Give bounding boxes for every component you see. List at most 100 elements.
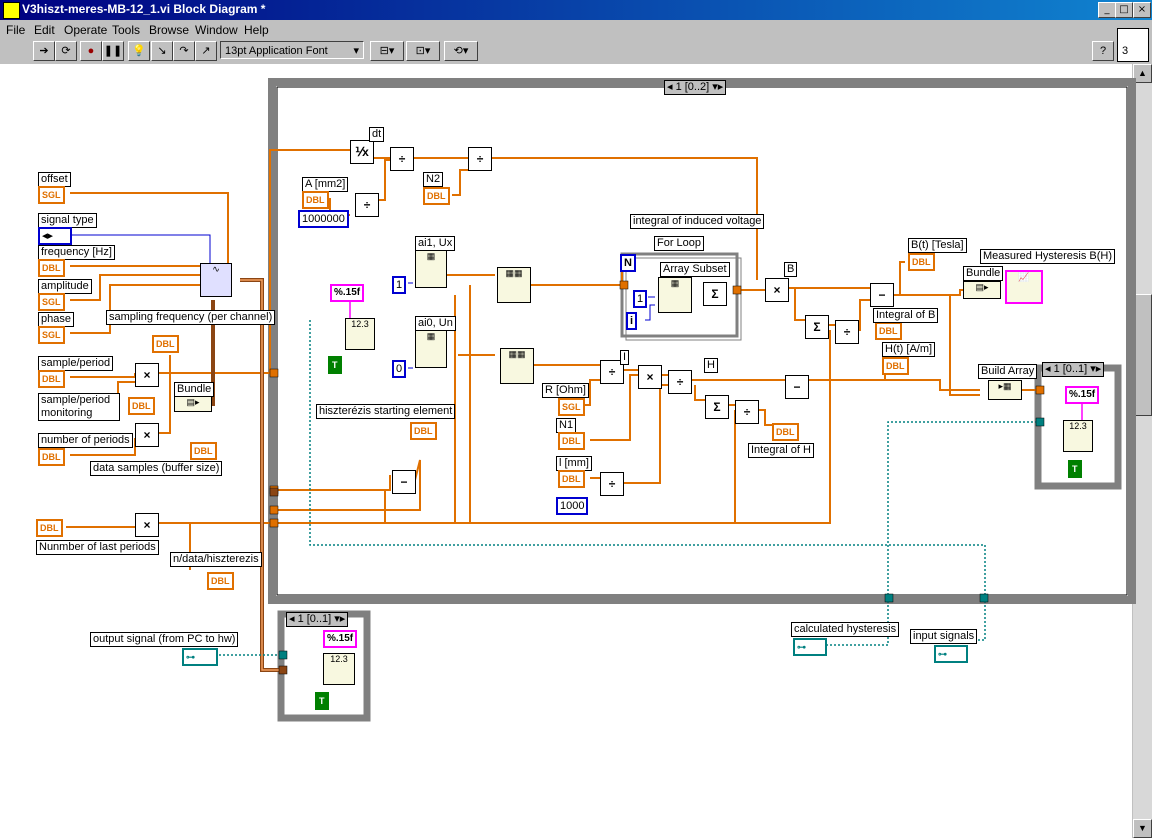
pause-icon[interactable]: ❚❚ [102,41,124,61]
menu-file[interactable]: File [6,23,26,37]
menu-window[interactable]: Window [195,23,238,37]
highlight-execution-icon[interactable]: 💡 [128,41,150,61]
divide-node[interactable]: ÷ [735,400,759,424]
phase-terminal[interactable]: SGL [38,326,65,344]
format-string-constant-right[interactable]: %.15f [1065,386,1100,404]
distribute-objects-icon[interactable]: ⊡▾ [406,41,440,61]
menu-help[interactable]: Help [244,23,269,37]
subtract-node[interactable]: − [785,375,809,399]
vi-icon-pane[interactable]: 3 [1117,28,1149,62]
waveform-generator-icon[interactable]: ∿ [200,263,232,297]
close-button[interactable]: × [1133,2,1151,18]
offset-label: offset [38,172,71,187]
n2-terminal[interactable]: DBL [423,187,450,205]
right-sequence-selector[interactable]: ◂ 1 [0..1] ▾▸ [1042,362,1105,377]
output-signal-terminal[interactable]: ⊶ [182,648,218,666]
sample-period-terminal[interactable]: DBL [38,370,65,388]
build-array-node[interactable]: ▸▦ [988,380,1022,400]
multiply-node[interactable]: × [135,513,159,537]
sum-node[interactable]: Σ [705,395,729,419]
data-samples-indicator[interactable]: DBL [190,442,217,460]
sum-node[interactable]: Σ [805,315,829,339]
run-arrow-icon[interactable]: ➔ [33,41,55,61]
bundle-right-node[interactable]: ▤▸ [963,281,1001,299]
signal-type-terminal[interactable]: ◂▸ [38,227,72,245]
n-data-hiszterezis-indicator[interactable]: DBL [207,572,234,590]
menu-tools[interactable]: Tools [112,23,141,37]
number-to-string-bottom[interactable]: 12.3 [323,653,355,685]
loop-count-terminal[interactable]: N [620,254,636,272]
sample-period-indicator[interactable]: DBL [152,335,179,353]
divide-node[interactable]: ÷ [390,147,414,171]
subtract-node[interactable]: − [392,470,416,494]
array-subset-node[interactable]: ▦▦ [497,267,531,303]
divide-node[interactable]: ÷ [600,472,624,496]
sample-period-monitoring-terminal[interactable]: DBL [128,397,155,415]
format-string-constant-bottom[interactable]: %.15f [323,630,358,648]
menu-edit[interactable]: Edit [34,23,55,37]
a-mm2-terminal[interactable]: DBL [302,191,329,209]
step-out-icon[interactable]: ↗ [195,41,217,61]
loop-iteration-terminal[interactable]: i [626,312,638,330]
subtract-node[interactable]: − [870,283,894,307]
sum-node[interactable]: Σ [703,282,727,306]
main-sequence-selector[interactable]: ◂ 1 [0..2] ▾▸ [664,80,727,95]
index-array-ai0[interactable]: ▦ [415,330,447,368]
array-subset-node-2[interactable]: ▦▦ [500,348,534,384]
frequency-terminal[interactable]: DBL [38,259,65,277]
divide-node[interactable]: ÷ [835,320,859,344]
constant-one[interactable]: 1 [392,276,407,294]
index-array-ai1[interactable]: ▦ [415,250,447,288]
app-icon[interactable] [3,2,20,19]
frequency-label: frequency [Hz] [38,245,115,260]
multiply-node[interactable]: × [638,365,662,389]
ht-am-indicator[interactable]: DBL [882,357,909,375]
constant-one-loop[interactable]: 1 [633,290,648,308]
array-subset-loop-node[interactable]: ▦ [658,277,692,313]
divide-node[interactable]: ÷ [355,193,379,217]
constant-1000000[interactable]: 1000000 [298,210,349,228]
number-of-periods-terminal[interactable]: DBL [38,448,65,466]
reorder-objects-icon[interactable]: ⟲▾ [444,41,478,61]
multiply-node[interactable]: × [765,278,789,302]
menu-operate[interactable]: Operate [64,23,108,37]
step-over-icon[interactable]: ↷ [173,41,195,61]
bool-constant-bottom[interactable]: T [315,692,329,710]
hiszterezis-start-terminal[interactable]: DBL [410,422,437,440]
bt-tesla-indicator[interactable]: DBL [908,253,935,271]
calculated-hysteresis-terminal[interactable]: ⊶ [793,638,827,656]
r-ohm-terminal[interactable]: SGL [558,398,585,416]
xy-graph-icon[interactable]: 📈 [1005,270,1043,304]
bool-constant[interactable]: T [328,356,342,374]
multiply-node[interactable]: × [135,423,159,447]
amplitude-terminal[interactable]: SGL [38,293,65,311]
step-into-icon[interactable]: ↘ [151,41,173,61]
maximize-button[interactable]: □ [1115,2,1133,18]
integral-h-indicator[interactable]: DBL [772,423,799,441]
align-objects-icon[interactable]: ⊟▾ [370,41,404,61]
constant-1000[interactable]: 1000 [556,497,589,515]
font-select[interactable]: 13pt Application Font▾ [220,41,364,59]
vertical-scrollbar[interactable]: ▲ ▼ [1133,64,1152,838]
reciprocal-node[interactable]: ⅟x [350,140,374,164]
help-icon[interactable]: ? [1092,41,1114,61]
bundle-left-node[interactable]: ▤▸ [174,396,212,412]
last-periods-terminal[interactable]: DBL [36,519,63,537]
input-signals-terminal[interactable]: ⊶ [934,645,968,663]
abort-icon[interactable]: ● [80,41,102,61]
divide-node[interactable]: ÷ [468,147,492,171]
number-to-string-node[interactable]: 12.3 [345,318,375,350]
multiply-node[interactable]: × [135,363,159,387]
format-string-constant[interactable]: %.15f [330,284,365,302]
constant-zero[interactable]: 0 [392,360,407,378]
bool-constant-right[interactable]: T [1068,460,1082,478]
l-mm-terminal[interactable]: DBL [558,470,585,488]
run-continuous-icon[interactable]: ⟳ [55,41,77,61]
menu-browse[interactable]: Browse [149,23,190,37]
offset-terminal[interactable]: SGL [38,186,65,204]
bottom-sequence-selector[interactable]: ◂ 1 [0..1] ▾▸ [286,612,349,627]
n1-terminal[interactable]: DBL [558,432,585,450]
integral-b-indicator[interactable]: DBL [875,322,902,340]
divide-node[interactable]: ÷ [668,370,692,394]
number-to-string-right[interactable]: 12.3 [1063,420,1093,452]
